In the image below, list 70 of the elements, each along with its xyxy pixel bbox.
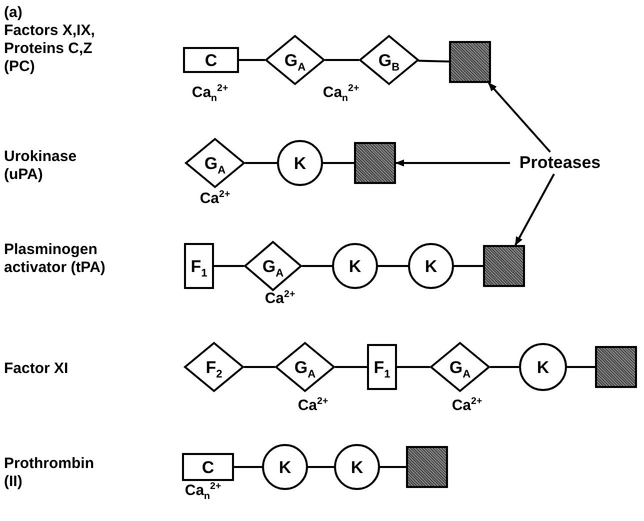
domain-label: G$_{A}$ <box>204 154 226 172</box>
domain-box <box>182 453 234 481</box>
arrow <box>395 159 510 167</box>
domain-label: F$_{1}$ <box>190 258 208 274</box>
kringle-circle <box>277 140 323 186</box>
domain-box <box>184 243 214 289</box>
arrow <box>488 82 551 153</box>
protease-domain-box <box>354 142 396 184</box>
kringle-circle <box>408 243 454 289</box>
domain-diamond <box>430 342 490 392</box>
domain-diamond <box>244 241 302 291</box>
domain-box <box>183 47 239 73</box>
domain-label: K <box>424 258 438 274</box>
domain-label: K <box>348 258 362 274</box>
domain-diamond <box>359 35 419 85</box>
connector-line <box>397 366 430 368</box>
domain-diamond <box>275 342 335 392</box>
calcium-label: Ca$^{2+}$ <box>298 397 328 414</box>
kringle-circle <box>332 243 378 289</box>
domain-label: K <box>350 458 364 476</box>
domain-label: K <box>294 154 306 172</box>
connector-line <box>567 366 595 368</box>
connector-line <box>245 162 277 164</box>
connector-line <box>418 60 450 62</box>
protease-domain-box <box>595 346 637 388</box>
kringle-circle <box>519 343 567 391</box>
domain-diamond <box>185 138 245 188</box>
domain-label: C <box>202 458 214 476</box>
connector-line <box>325 59 359 61</box>
domain-diamond <box>184 342 244 392</box>
connector-line <box>239 59 265 61</box>
connector-line <box>323 162 354 164</box>
domain-label: K <box>278 458 292 476</box>
connector-line <box>490 366 519 368</box>
domain-label: G$_{A}$ <box>284 52 306 68</box>
protein-name: Plasminogen activator (tPA) <box>4 241 106 277</box>
domain-label: G$_{A}$ <box>262 258 284 274</box>
calcium-label: Ca$^{2+}$ <box>452 397 482 414</box>
connector-line <box>378 265 408 267</box>
connector-line <box>335 366 367 368</box>
connector-line <box>234 466 262 468</box>
domain-box <box>367 344 397 390</box>
kringle-circle <box>334 444 380 490</box>
protein-name: Factor XI <box>4 360 70 378</box>
domain-label: G$_{A}$ <box>294 358 316 376</box>
protein-name: Prothrombin (II) <box>4 455 95 491</box>
protein-name: Urokinase (uPA) <box>4 148 78 184</box>
domain-label: K <box>536 358 550 376</box>
protease-domain-box <box>406 446 448 488</box>
connector-line <box>454 265 483 267</box>
panel-label: (a) <box>4 4 24 22</box>
domain-label: C <box>204 52 218 68</box>
domain-diamond <box>265 35 325 85</box>
connector-line <box>214 265 244 267</box>
protease-domain-box <box>483 245 525 287</box>
domain-label: G$_{B}$ <box>378 52 400 68</box>
calcium-label: Ca$^{2+}$ <box>200 190 230 207</box>
protein-name: Factors X,IX, Proteins C,Z (PC) <box>4 22 96 76</box>
connector-line <box>308 466 334 468</box>
calcium-label: Ca$^{2+}$ <box>264 290 296 307</box>
kringle-circle <box>262 444 308 490</box>
connector-line <box>380 466 406 468</box>
connector-line <box>244 366 275 368</box>
domain-label: F$_{2}$ <box>206 358 222 376</box>
domain-label: G$_{A}$ <box>449 358 471 376</box>
protease-label: Proteases <box>510 152 610 174</box>
protease-domain-box <box>449 41 491 83</box>
arrow <box>514 174 555 246</box>
domain-label: F$_{1}$ <box>374 358 390 376</box>
connector-line <box>302 265 332 267</box>
